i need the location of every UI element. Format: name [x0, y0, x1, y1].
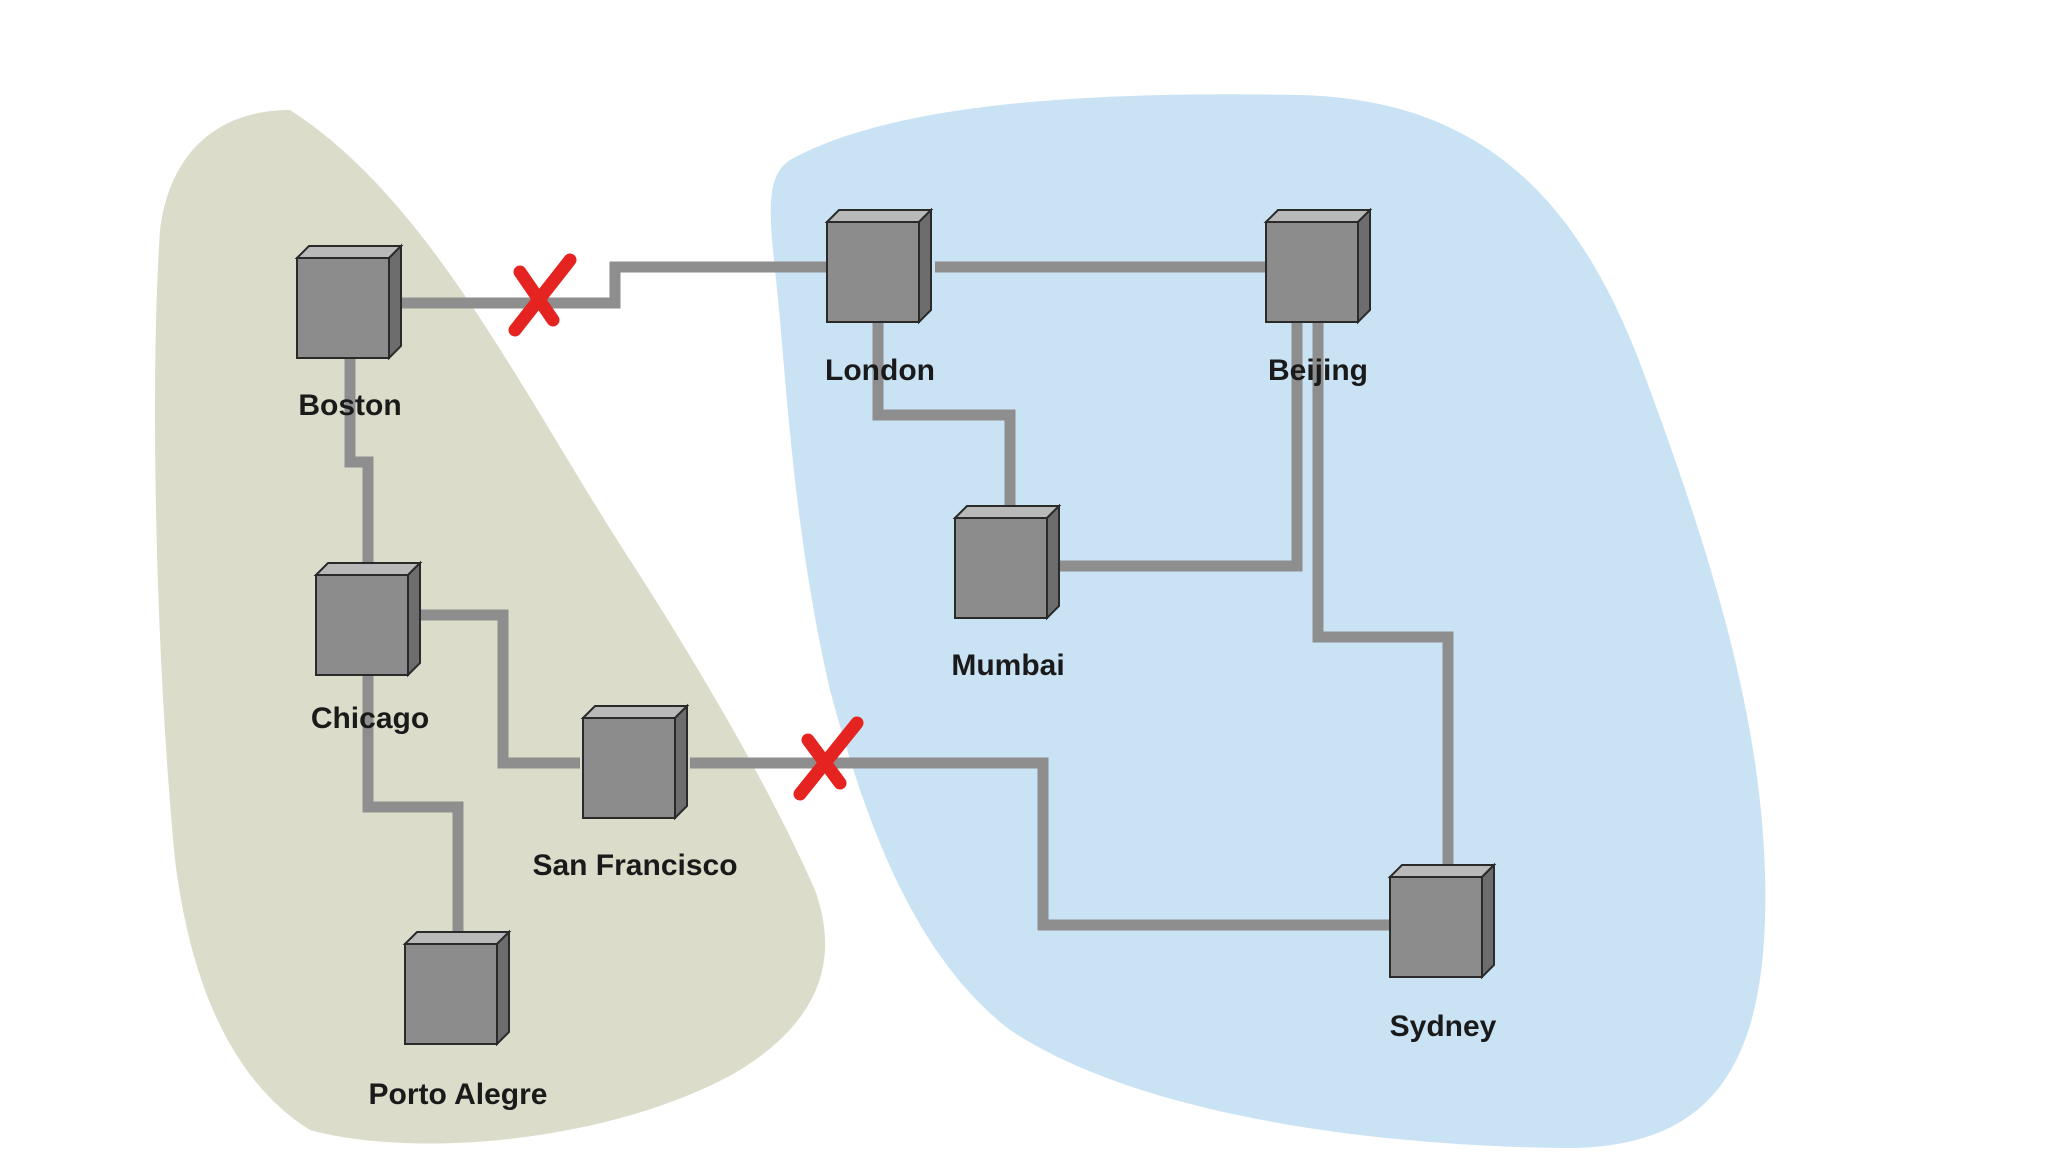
links-layer [344, 261, 1454, 935]
node-chicago: Chicago [311, 560, 429, 735]
node-label-beijing: Beijing [1268, 354, 1368, 387]
server-icon [1389, 876, 1483, 978]
cube-top-face [824, 209, 934, 223]
link-mumbai-beijing [1060, 320, 1303, 572]
server-icon [826, 221, 920, 323]
link-chicago-porto-alegre [362, 670, 464, 935]
cube-top-face [580, 705, 690, 719]
server-icon [404, 943, 498, 1045]
break-mark-boston-london [508, 253, 577, 337]
server-icon [315, 574, 409, 676]
cube-side-face [496, 929, 510, 1047]
cube-side-face [407, 560, 421, 678]
link-boston-london [400, 261, 880, 309]
node-beijing: Beijing [1263, 207, 1373, 387]
cube-top-face [294, 245, 404, 259]
cube-top-face [1263, 209, 1373, 223]
node-label-boston: Boston [298, 389, 401, 422]
server-icon [582, 717, 676, 819]
cube-top-face [402, 931, 512, 945]
node-label-san-francisco: San Francisco [532, 849, 737, 882]
cube-side-face [1046, 503, 1060, 621]
cube-top-face [313, 562, 423, 576]
server-icon [1265, 221, 1359, 323]
node-label-mumbai: Mumbai [951, 649, 1064, 682]
right-region-blob [770, 94, 1766, 1149]
cube-top-face [952, 505, 1062, 519]
left-region-blob [155, 110, 826, 1144]
link-beijing-sydney [1312, 320, 1454, 873]
cube-side-face [674, 703, 688, 821]
node-porto-alegre: Porto Alegre [369, 929, 548, 1111]
cube-top-face [1387, 864, 1497, 878]
link-boston-chicago [344, 350, 374, 568]
node-label-chicago: Chicago [311, 702, 429, 735]
cube-side-face [1481, 862, 1495, 980]
cube-side-face [388, 243, 402, 361]
cube-side-face [918, 207, 932, 325]
node-label-london: London [825, 354, 935, 387]
node-sydney: Sydney [1387, 862, 1497, 1043]
cube-side-face [1357, 207, 1371, 325]
node-label-sydney: Sydney [1390, 1010, 1497, 1043]
node-mumbai: Mumbai [951, 503, 1065, 682]
link-london-mumbai [872, 318, 1016, 512]
break-mark-san-francisco-sydney [793, 716, 864, 801]
node-london: London [824, 207, 935, 387]
node-label-porto-alegre: Porto Alegre [369, 1078, 548, 1111]
node-san-francisco: San Francisco [532, 703, 738, 882]
server-icon [296, 257, 390, 359]
link-san-francisco-sydney [690, 757, 1390, 931]
server-icon [954, 517, 1048, 619]
break-marks-layer [508, 253, 864, 801]
link-chicago-san-francisco [420, 609, 580, 769]
node-boston: Boston [294, 243, 404, 422]
